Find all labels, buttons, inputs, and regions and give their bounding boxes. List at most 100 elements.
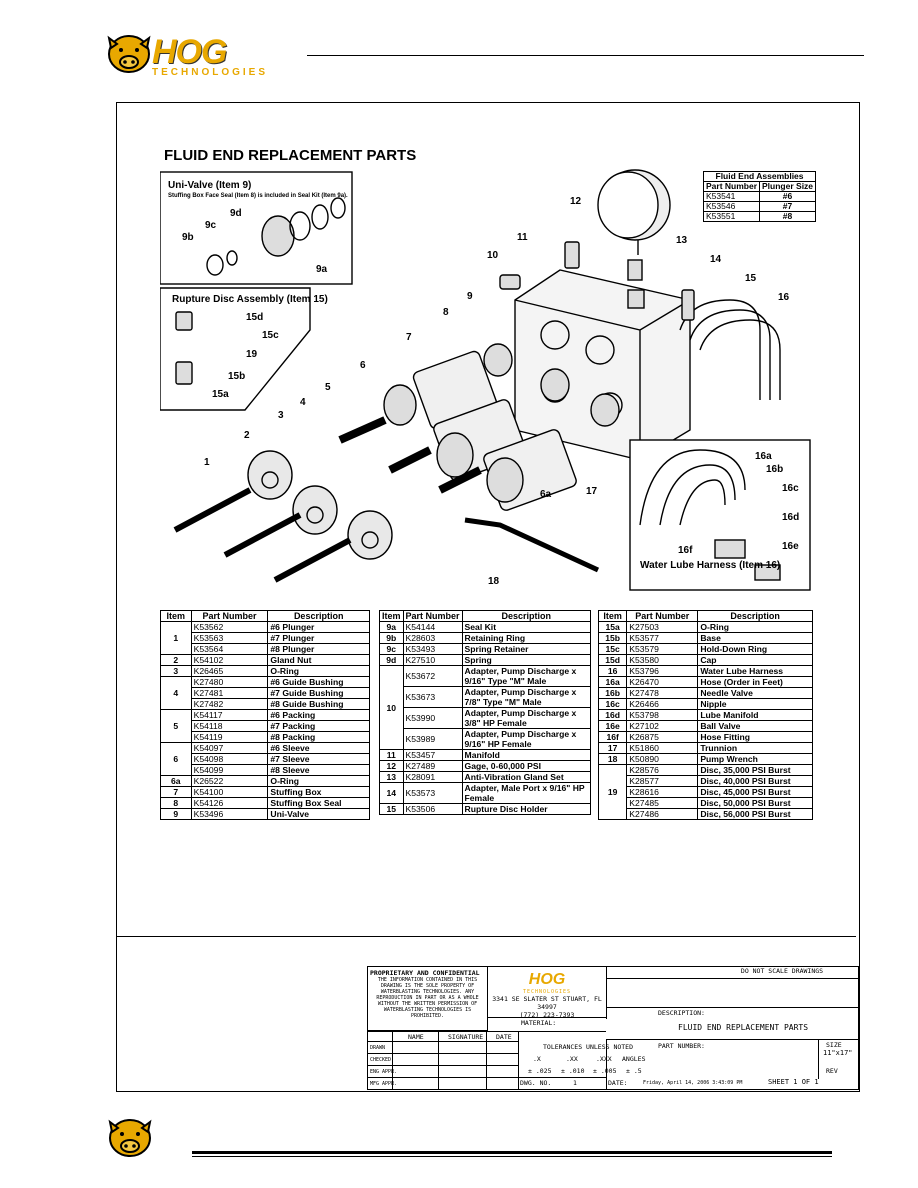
tolerances-title: TOLERANCES UNLESS NOTED bbox=[543, 1043, 634, 1051]
assemblies-title: Fluid End Assemblies bbox=[702, 171, 817, 182]
item-number: 16d bbox=[597, 709, 628, 721]
part-number: K28576 bbox=[626, 764, 699, 776]
callout-17: 17 bbox=[586, 486, 598, 497]
callout-16f: 16f bbox=[678, 545, 693, 556]
part-description: Adapter, Pump Discharge x 9/16" HP Femal… bbox=[461, 728, 592, 750]
part-description: Spring Retainer bbox=[461, 643, 592, 655]
part-description: Base bbox=[697, 632, 813, 644]
callout-15b: 15b bbox=[228, 371, 245, 382]
brand-logo: HOG TECHNOLOGIES bbox=[152, 35, 269, 78]
item-number: 9d bbox=[379, 654, 404, 666]
harness-caption: Water Lube Harness (Item 16) bbox=[640, 560, 780, 571]
part-description: Hose Fitting bbox=[697, 731, 813, 743]
part-description: Uni-Valve bbox=[267, 808, 370, 820]
callout-16c: 16c bbox=[782, 483, 799, 494]
column-header: Description bbox=[461, 610, 592, 622]
item-number: 4 bbox=[160, 676, 192, 710]
part-description: #6 Guide Bushing bbox=[267, 676, 370, 688]
part-number: K26875 bbox=[626, 731, 699, 743]
item-number: 18 bbox=[597, 753, 628, 765]
part-description: #6 Plunger bbox=[267, 621, 370, 633]
item-number: 9c bbox=[379, 643, 404, 655]
part-number: K53493 bbox=[402, 643, 463, 655]
tol-val: ± .010 bbox=[561, 1067, 585, 1075]
callout-2: 2 bbox=[244, 430, 250, 441]
role-mfg: MFG APPR. bbox=[370, 1081, 398, 1087]
part-description: Hose (Order in Feet) bbox=[697, 676, 813, 688]
part-description: Ball Valve bbox=[697, 720, 813, 732]
column-header: Item bbox=[379, 610, 404, 622]
date-value: Friday, April 14, 2006 3:43:09 PM bbox=[643, 1080, 743, 1086]
tol-head: .XX bbox=[566, 1055, 578, 1063]
company-address: 3341 SE SLATER ST STUART, FL 34997 bbox=[492, 995, 602, 1011]
part-number: K26470 bbox=[626, 676, 699, 688]
item-number: 14 bbox=[379, 782, 404, 804]
callout-16e: 16e bbox=[782, 541, 799, 552]
part-description: Cap bbox=[697, 654, 813, 666]
part-description: #6 Sleeve bbox=[267, 742, 370, 754]
item-number: 9b bbox=[379, 632, 404, 644]
callout-18: 18 bbox=[488, 576, 500, 587]
callout-9d: 9d bbox=[230, 208, 242, 219]
part-number: K27485 bbox=[626, 797, 699, 809]
part-number: K27486 bbox=[626, 808, 699, 820]
table-row: K53564#8 Plunger bbox=[161, 643, 370, 655]
callout-9: 9 bbox=[467, 291, 473, 302]
part-description: Disc, 40,000 PSI Burst bbox=[697, 775, 813, 787]
part-description: Disc, 35,000 PSI Burst bbox=[697, 764, 813, 776]
drawing-frame bbox=[116, 102, 860, 1092]
part-number: K54098 bbox=[190, 753, 269, 765]
item-number: 10 bbox=[379, 665, 404, 750]
part-description: Stuffing Box Seal bbox=[267, 797, 370, 809]
company-phone: (772) 223-7393 bbox=[519, 1011, 575, 1019]
part-number: K54097 bbox=[190, 742, 269, 754]
part-number: K28577 bbox=[626, 775, 699, 787]
part-description: Adapter, Pump Discharge x 9/16" Type "M"… bbox=[461, 665, 592, 687]
tol-val: ± .025 bbox=[528, 1067, 552, 1075]
brand-subtitle: TECHNOLOGIES bbox=[152, 67, 269, 78]
part-description: Nipple bbox=[697, 698, 813, 710]
table-row: K54118#7 Packing bbox=[161, 720, 370, 732]
dwg-value: 1 bbox=[573, 1079, 577, 1087]
univalve-heading: Uni-Valve (Item 9) bbox=[168, 180, 251, 191]
callout-7: 7 bbox=[406, 332, 412, 343]
role-eng: ENG APPR. bbox=[370, 1069, 398, 1075]
item-number: 16b bbox=[597, 687, 628, 699]
item-number: 1 bbox=[160, 621, 192, 655]
part-description: Pump Wrench bbox=[697, 753, 813, 765]
material-label: MATERIAL: bbox=[521, 1019, 557, 1027]
item-number: 16 bbox=[597, 665, 628, 677]
part-number: K54099 bbox=[190, 764, 269, 776]
column-header: Part Number bbox=[190, 610, 269, 622]
proprietary-title: PROPRIETARY AND CONFIDENTIAL bbox=[370, 969, 480, 977]
callout-15c: 15c bbox=[262, 330, 279, 341]
date-label: DATE: bbox=[608, 1079, 628, 1087]
name-col: NAME bbox=[408, 1033, 424, 1041]
footer-rule bbox=[192, 1151, 832, 1154]
item-number: 9 bbox=[160, 808, 192, 820]
sheet-label: SHEET 1 OF 1 bbox=[768, 1078, 819, 1086]
part-number: K54126 bbox=[190, 797, 269, 809]
assembly-size: #7 bbox=[759, 201, 817, 212]
part-number: K28603 bbox=[402, 632, 463, 644]
callout-5: 5 bbox=[325, 382, 331, 393]
item-number: 6a bbox=[160, 775, 192, 787]
callout-11: 11 bbox=[517, 232, 528, 243]
part-number: K27481 bbox=[190, 687, 269, 699]
rev-label: REV bbox=[826, 1067, 838, 1075]
